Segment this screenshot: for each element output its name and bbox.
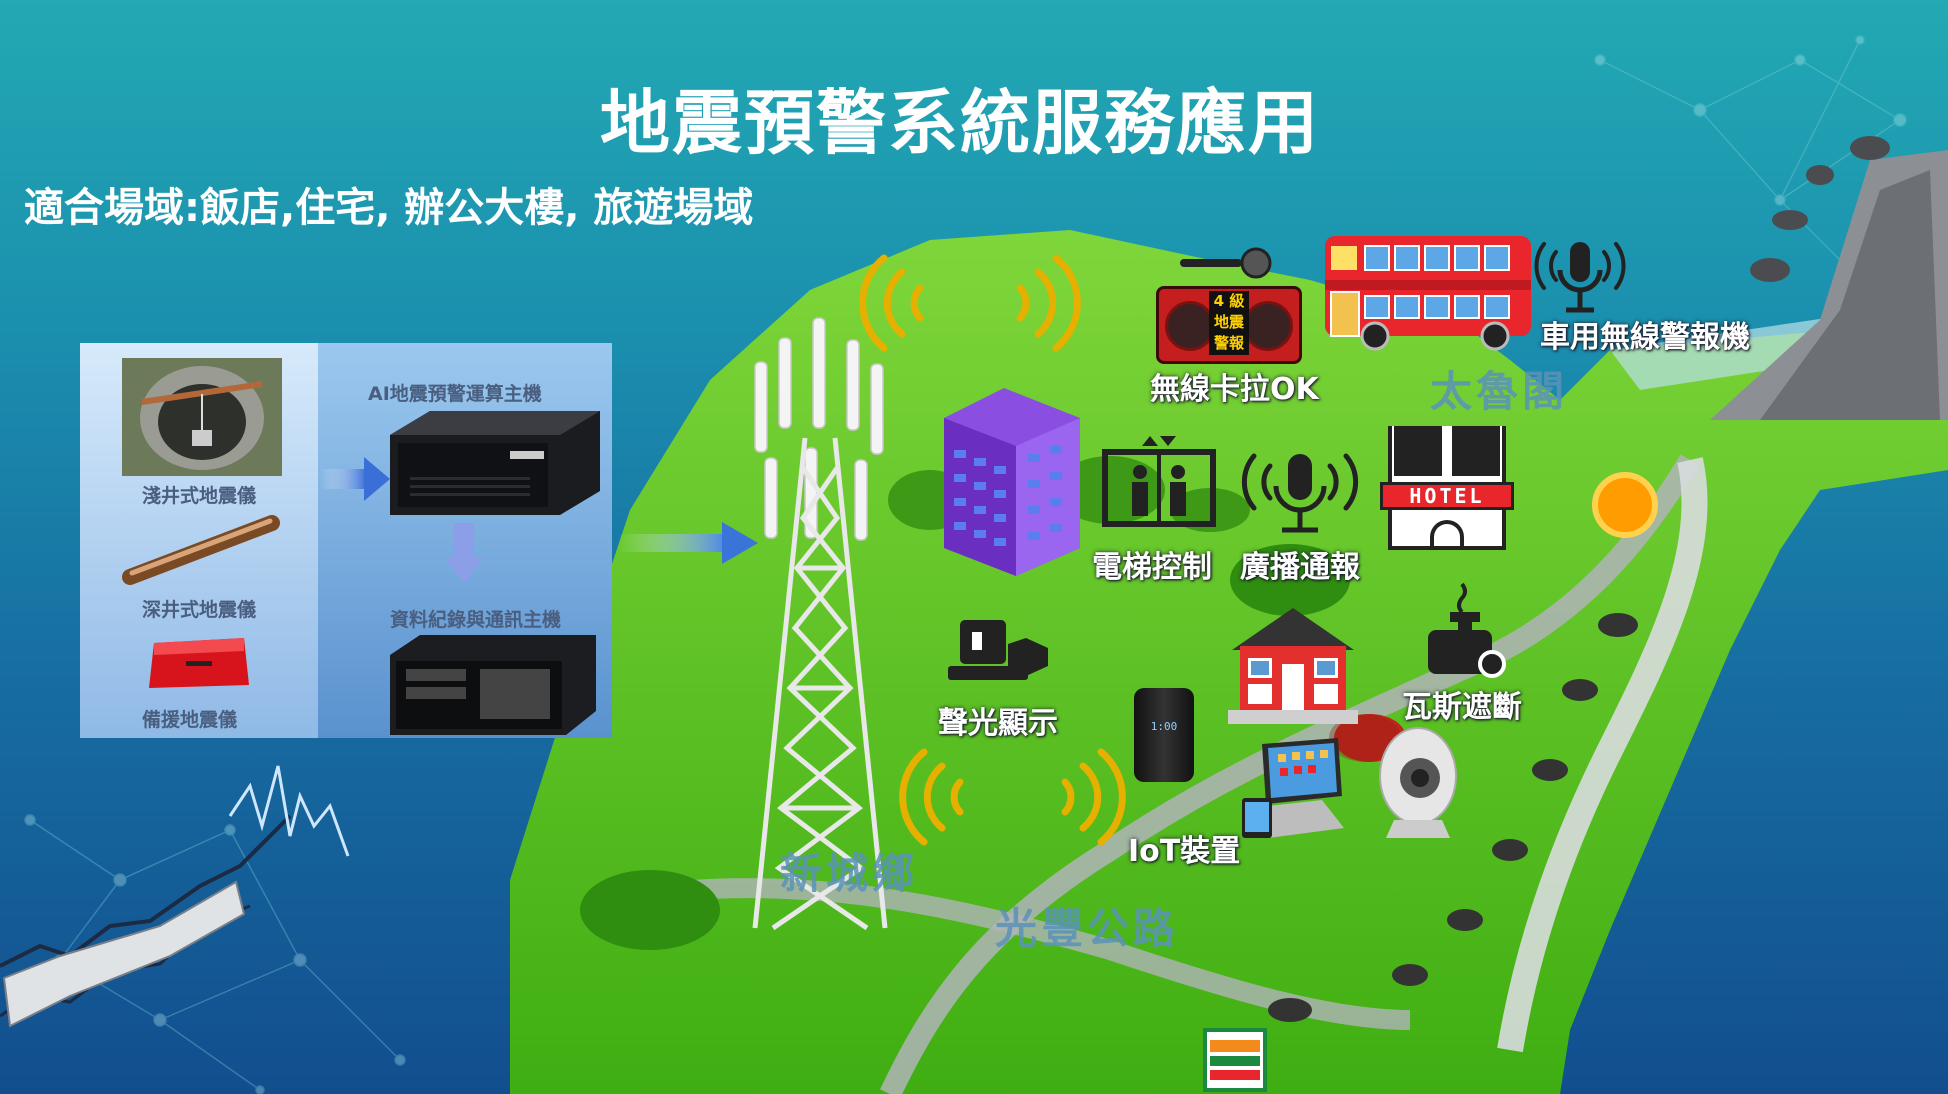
cliff-icon <box>1710 136 1948 420</box>
broadcast-microphone-icon <box>1241 453 1359 533</box>
signal-wave-icon <box>859 254 924 352</box>
ai-host-server-image <box>390 411 600 515</box>
ai-host-label: AI地震預警運算主機 <box>368 383 542 405</box>
karaoke-label: 無線卡拉OK <box>1150 372 1319 407</box>
cell-tower-icon <box>752 317 888 931</box>
alert-line: 4 級 <box>1213 292 1245 310</box>
microphone-icon <box>1534 242 1626 313</box>
place-road: 光豐公路 <box>995 904 1180 953</box>
hotel-sign: HOTEL <box>1380 482 1514 510</box>
karaoke-alert-screen: 4 級 地震 警報 <box>1209 291 1249 355</box>
hotel-door <box>1430 520 1464 550</box>
display-camera-icon <box>948 620 1048 680</box>
alert-line: 地震 <box>1213 313 1244 331</box>
gas-shutoff-label: 瓦斯遮斷 <box>1402 690 1522 725</box>
arrow-down-icon <box>444 523 484 583</box>
vehicle-alarm-label: 車用無線警報機 <box>1540 320 1750 355</box>
elevator-icon <box>1102 436 1216 527</box>
speaker-clock: 1:00 <box>1150 720 1178 733</box>
house-icon <box>1228 608 1358 724</box>
deep-well-seismometer-image <box>122 515 280 585</box>
hotel-windows <box>1394 426 1500 476</box>
sphere-speaker-icon <box>1379 727 1457 838</box>
shallow-well-seismometer-image <box>122 358 282 476</box>
backup-seismometer-image <box>149 638 249 688</box>
earthquake-crack-icon <box>0 765 350 1028</box>
equipment-panel: 淺井式地震儀 深井式地震儀 備援地震儀 AI地震預警運算主機 <box>80 343 612 738</box>
microphone-icon <box>1180 247 1272 279</box>
bus-icon <box>1325 236 1531 351</box>
broadcast-label: 廣播通報 <box>1240 550 1360 585</box>
office-building-icon <box>944 388 1080 576</box>
shallow-seismometer-label: 淺井式地震儀 <box>142 485 257 507</box>
hotel-icon: HOTEL <box>1380 426 1514 554</box>
host-column: AI地震預警運算主機 資料紀錄與通訊主機 <box>320 343 612 738</box>
arrow-right-icon <box>320 457 390 501</box>
backup-seismometer-label: 備援地震儀 <box>142 709 238 731</box>
sensor-column: 淺井式地震儀 深井式地震儀 備援地震儀 <box>80 343 318 738</box>
smart-speaker-icon: 1:00 <box>1134 688 1194 782</box>
signal-wave-icon <box>1061 748 1126 846</box>
speaker-grill-right <box>1243 301 1293 351</box>
data-host-server-image <box>390 635 596 735</box>
iot-devices-label: IoT裝置 <box>1128 834 1241 869</box>
venue-subtitle: 適合場域:飯店,住宅, 辦公大樓, 旅遊場域 <box>24 185 754 231</box>
elevator-label: 電梯控制 <box>1092 550 1212 585</box>
signal-wave-icon <box>899 748 964 846</box>
page-title: 地震預警系統服務應用 <box>600 81 1320 164</box>
devices-icon <box>1242 738 1344 838</box>
karaoke-speaker: 4 級 地震 警報 <box>1156 286 1302 364</box>
signal-wave-icon <box>1016 254 1081 352</box>
arrow-right-icon <box>618 522 758 564</box>
deep-seismometer-label: 深井式地震儀 <box>142 599 257 621</box>
light-sound-label: 聲光顯示 <box>938 706 1058 741</box>
speaker-grill-left <box>1165 301 1215 351</box>
data-host-label: 資料紀錄與通訊主機 <box>390 609 562 631</box>
gas-valve-icon <box>1428 582 1506 678</box>
place-township: 新城鄉 <box>780 849 919 898</box>
place-taroko: 太魯閣 <box>1430 367 1569 416</box>
alert-line: 警報 <box>1213 334 1244 352</box>
